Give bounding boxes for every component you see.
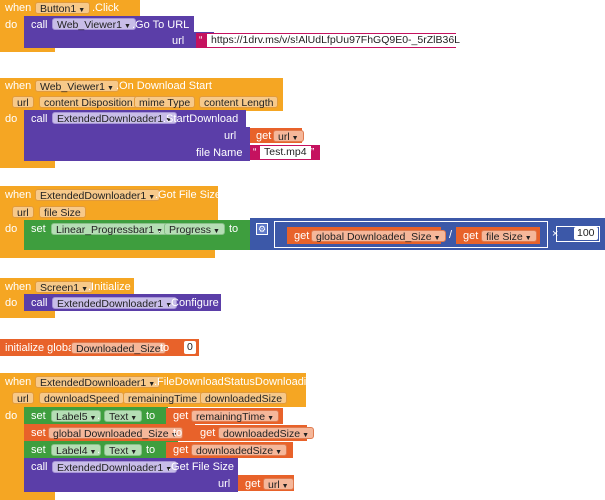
get-label: get: [173, 444, 189, 456]
file-name-string-value[interactable]: Test.mp4: [260, 146, 311, 159]
method-name: .Configure: [168, 297, 219, 309]
component-dropdown[interactable]: ExtendedDownloader1▼: [35, 376, 161, 389]
get-var-dropdown[interactable]: downloadedSize▼: [191, 444, 287, 457]
when-label: when: [5, 80, 32, 92]
to-label: to: [160, 342, 170, 354]
param-downloaded-size[interactable]: downloadedSize: [200, 392, 288, 405]
to-label: to: [229, 223, 239, 235]
gear-icon[interactable]: ⚙: [256, 223, 268, 235]
to-label: to: [146, 410, 156, 422]
param-content-length[interactable]: content Length: [199, 96, 279, 109]
component-dropdown[interactable]: Label5▼: [51, 410, 102, 423]
multiply-operator: ×: [552, 228, 559, 240]
param-file-size[interactable]: file Size: [39, 206, 86, 219]
get-label: get: [245, 478, 261, 490]
get-var-dropdown[interactable]: url▼: [263, 478, 294, 491]
url-arg-label: url: [172, 35, 185, 47]
param-mime-type[interactable]: mime Type: [134, 96, 196, 109]
method-name: .StartDownload: [163, 113, 239, 125]
param-download-speed[interactable]: downloadSpeed: [39, 392, 125, 405]
do-label: do: [5, 410, 18, 422]
set-label: set: [31, 410, 46, 422]
event-name: .FileDownloadStatusDownloading: [154, 376, 319, 388]
file-name-arg-label: file Name: [196, 147, 243, 159]
param-content-disposition[interactable]: content Disposition: [39, 96, 138, 109]
component-dropdown[interactable]: Screen1▼: [35, 281, 94, 294]
param-url[interactable]: url: [12, 206, 34, 219]
get-var-dropdown[interactable]: file Size▼: [481, 230, 537, 243]
call-label: call: [31, 113, 48, 125]
get-var-dropdown[interactable]: url▼: [273, 130, 304, 143]
component-dropdown[interactable]: Button1▼: [35, 2, 91, 15]
component-dropdown[interactable]: ExtendedDownloader1▼: [35, 189, 161, 202]
method-name: .Go To URL: [132, 19, 190, 31]
do-label: do: [5, 113, 18, 125]
do-label: do: [5, 19, 18, 31]
url-string-value[interactable]: https://1drv.ms/v/s!AlUdLfpUu97FhGQ9E0-_…: [207, 34, 464, 47]
property-dropdown[interactable]: Text▼: [104, 410, 143, 423]
property-dropdown[interactable]: Progress▼: [164, 223, 225, 236]
get-var-dropdown[interactable]: global Downloaded_Size▼: [311, 230, 446, 243]
event-name: .Click: [92, 2, 119, 14]
multiplier-number[interactable]: 100: [574, 227, 598, 240]
set-label: set: [31, 427, 46, 439]
component-dropdown[interactable]: Web_Viewer1▼: [35, 80, 119, 93]
event-name: .On Download Start: [116, 80, 212, 92]
set-label: set: [31, 223, 46, 235]
to-label: to: [146, 444, 156, 456]
get-label: get: [294, 230, 310, 242]
divide-operator: /: [449, 229, 453, 241]
component-dropdown[interactable]: ExtendedDownloader1▼: [52, 461, 178, 474]
call-label: call: [31, 461, 48, 473]
event-name: .Got File Size: [155, 189, 222, 201]
component-dropdown[interactable]: Label4▼: [51, 444, 102, 457]
call-label: call: [31, 297, 48, 309]
when-label: when: [5, 2, 32, 14]
when-label: when: [5, 189, 32, 201]
initialize-global-label: initialize global: [5, 342, 77, 354]
to-label: to: [173, 427, 183, 439]
call-label: call: [31, 19, 48, 31]
component-dropdown[interactable]: Web_Viewer1▼: [52, 18, 136, 31]
initial-value-number[interactable]: 0: [184, 341, 196, 354]
when-label: when: [5, 376, 32, 388]
get-label: get: [200, 427, 216, 439]
do-label: do: [5, 297, 18, 309]
when-label: when: [5, 281, 32, 293]
get-label: get: [463, 230, 479, 242]
get-var-dropdown[interactable]: remainingTime▼: [191, 410, 279, 423]
property-dropdown[interactable]: Text▼: [104, 444, 143, 457]
global-var-dropdown[interactable]: global Downloaded_Size▼: [48, 427, 183, 440]
component-dropdown[interactable]: Linear_Progressbar1▼: [51, 223, 168, 236]
event-name: .Initialize: [88, 281, 131, 293]
component-dropdown[interactable]: ExtendedDownloader1▼: [52, 112, 178, 125]
param-url[interactable]: url: [12, 392, 34, 405]
get-label: get: [173, 410, 189, 422]
param-url[interactable]: url: [12, 96, 34, 109]
url-arg-label: url: [218, 478, 231, 490]
method-name: .Get File Size: [168, 461, 235, 473]
variable-name-field[interactable]: Downloaded_Size: [71, 342, 166, 355]
set-label: set: [31, 444, 46, 456]
param-remaining-time[interactable]: remainingTime: [123, 392, 203, 405]
get-var-dropdown[interactable]: downloadedSize▼: [218, 427, 314, 440]
component-dropdown[interactable]: ExtendedDownloader1▼: [52, 297, 178, 310]
url-arg-label: url: [224, 130, 237, 142]
do-label: do: [5, 223, 18, 235]
get-label: get: [256, 130, 272, 142]
